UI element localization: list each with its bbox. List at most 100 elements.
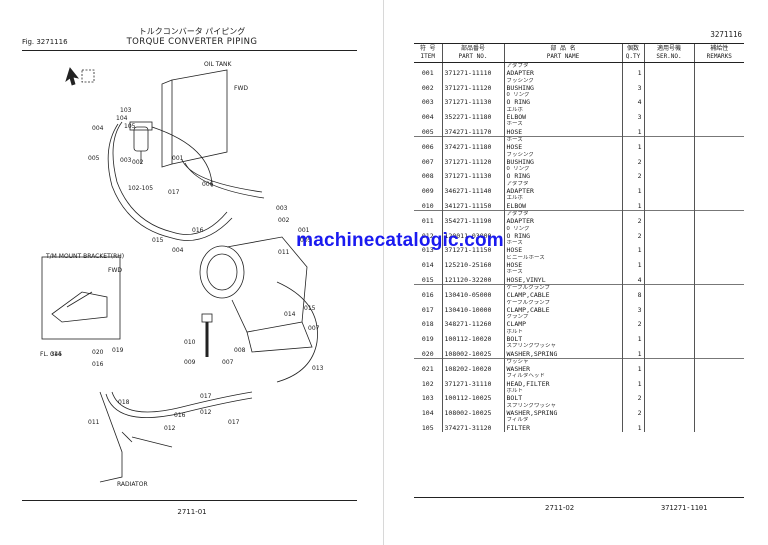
part-name-kana: O リング xyxy=(503,166,622,174)
part-name: FILTER xyxy=(503,424,622,432)
part-number: 130410-10000 xyxy=(441,306,504,315)
item-ref: 011 xyxy=(421,218,434,226)
serial-no xyxy=(643,276,694,285)
remarks xyxy=(693,395,744,403)
quantity: 8 xyxy=(621,292,644,300)
inset-frame xyxy=(41,256,121,340)
part-number: 100112-10025 xyxy=(441,395,504,403)
quantity: 1 xyxy=(621,335,644,344)
item-ref: 005 xyxy=(421,128,434,136)
part-number: 374271-31120 xyxy=(441,424,504,432)
serial-no xyxy=(643,158,694,167)
bottom-rule-right xyxy=(414,497,744,498)
part-name-kana: ブッシング xyxy=(503,151,622,159)
quantity: 1 xyxy=(621,188,644,196)
remarks xyxy=(693,232,744,241)
serial-no xyxy=(643,380,694,389)
serial-no xyxy=(643,232,694,241)
table-row-kana: O リング xyxy=(414,166,744,174)
table-row-kana: ケーブルクランプ xyxy=(414,299,744,307)
remarks xyxy=(693,128,744,137)
table-row-kana: アダプタ xyxy=(414,62,744,71)
part-callout: 014 xyxy=(284,311,296,318)
serial-no xyxy=(643,188,694,196)
serial-no xyxy=(643,173,694,181)
item-ref: 018 xyxy=(421,321,434,329)
piping-diagram-svg: OIL TANK FWD T/M MOUNT BRACKET(RH) FWD F… xyxy=(40,61,324,488)
part-number: 108002-10025 xyxy=(441,350,504,359)
part-name: ELBOW xyxy=(503,114,622,122)
part-name: BOLT xyxy=(503,335,622,344)
part-callout: 002 xyxy=(278,217,290,224)
part-name-kana: O リング xyxy=(503,225,622,233)
part-callout: 006 xyxy=(202,181,214,188)
serial-no xyxy=(643,366,694,374)
table-row-kana: フィルタヘッド xyxy=(414,373,744,381)
part-callout: 017 xyxy=(228,419,240,426)
item-ref: 015 xyxy=(421,276,434,284)
label-fwd-top: FWD xyxy=(234,85,248,92)
part-callout: 013 xyxy=(312,365,324,372)
serial-no xyxy=(643,350,694,359)
quantity: 1 xyxy=(621,144,644,152)
part-name-kana: ボルト xyxy=(503,328,622,336)
part-name-kana: フィルタヘッド xyxy=(503,373,622,381)
item-ref: 014 xyxy=(421,262,434,270)
hose-007 xyxy=(111,391,253,413)
hose-005 xyxy=(184,162,265,199)
hose-002 xyxy=(107,123,233,241)
part-name: HEAD,FILTER xyxy=(503,380,622,389)
remarks xyxy=(693,247,744,255)
remarks xyxy=(693,188,744,196)
item-ref: 021 xyxy=(421,366,434,374)
hose-004 xyxy=(181,159,263,193)
item-ref: 003 xyxy=(421,99,434,107)
label-fwd-inset: FWD xyxy=(108,267,122,274)
left-page: トルクコンバータ パイピング Fig. 3271116 TORQUE CONVE… xyxy=(22,0,384,545)
table-row-kana: ワッシャ xyxy=(414,357,744,367)
table-row-kana: ボルト xyxy=(414,328,744,336)
part-name: HOSE xyxy=(503,144,622,152)
piping-diagram: OIL TANK FWD T/M MOUNT BRACKET(RH) FWD F… xyxy=(22,52,358,498)
part-callout: 011 xyxy=(278,249,290,256)
oil-tank-shape xyxy=(171,69,228,165)
part-name: HOSE xyxy=(503,247,622,255)
filter-head xyxy=(129,121,153,131)
remarks xyxy=(693,424,744,432)
quantity: 1 xyxy=(621,128,644,137)
quantity: 2 xyxy=(621,218,644,226)
serial-no xyxy=(643,218,694,226)
table-row-kana: クランプ xyxy=(414,314,744,322)
part-name-kana: フィルタ xyxy=(503,417,622,425)
page-number-right: 2711-02 xyxy=(545,504,575,512)
part-callout: 104 xyxy=(116,115,128,122)
part-number: 374271-11180 xyxy=(441,144,504,152)
hose-001 xyxy=(112,121,228,235)
part-callout: 004 xyxy=(172,247,184,254)
part-callout: 003 xyxy=(120,157,132,164)
part-callout: 018 xyxy=(118,399,130,406)
part-callout: 015 xyxy=(304,305,316,312)
converter-housing xyxy=(226,236,308,333)
converter-base xyxy=(246,321,313,353)
part-name-kana: アダプタ xyxy=(503,62,622,71)
quantity: 2 xyxy=(621,321,644,329)
item-ref: 102 xyxy=(421,380,434,388)
bracket-shape xyxy=(51,291,108,323)
table-row-kana: ホース xyxy=(414,240,744,248)
serial-no xyxy=(643,395,694,403)
quantity: 2 xyxy=(621,232,644,241)
